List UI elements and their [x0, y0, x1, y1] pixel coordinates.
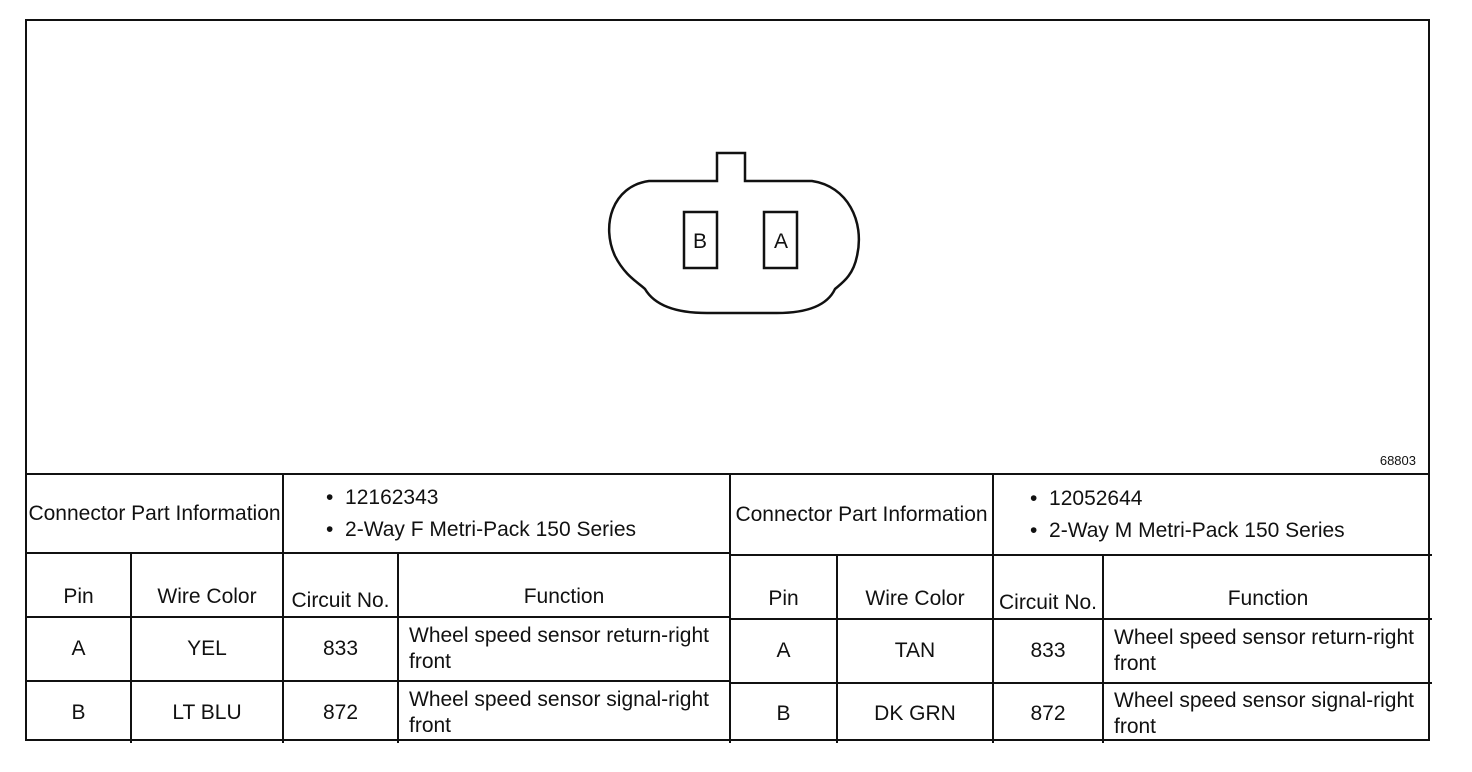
function-cell: Wheel speed sensor signal-right front: [1102, 682, 1432, 743]
cavity-b-label: B: [693, 230, 707, 253]
wire-color-cell: LT BLU: [130, 680, 284, 743]
part-info-label: Connector Part Information: [27, 475, 284, 554]
circuit-cell: 833: [282, 616, 399, 682]
table-row: A YEL 833 Wheel speed sensor return-righ…: [27, 616, 729, 682]
function-cell: Wheel speed sensor return-right front: [1102, 618, 1432, 684]
connector-sheet: B A 68803 Connector Part Information 121…: [25, 19, 1432, 743]
part-description: 2-Way F Metri-Pack 150 Series: [326, 514, 729, 546]
circuit-cell: 872: [282, 680, 399, 743]
col-header-circuit: Circuit No.: [282, 552, 399, 618]
col-header-circuit: Circuit No.: [992, 554, 1104, 620]
pin-cell: B: [27, 680, 132, 743]
part-number: 12052644: [1030, 483, 1432, 515]
circuit-cell: 872: [992, 682, 1104, 743]
cavity-a-label: A: [774, 230, 788, 253]
pinout-tables: Connector Part Information 12162343 2-Wa…: [27, 473, 1432, 743]
connector-face-icon: B A: [607, 151, 861, 315]
part-info-list: 12052644 2-Way M Metri-Pack 150 Series: [992, 475, 1432, 556]
part-description: 2-Way M Metri-Pack 150 Series: [1030, 515, 1432, 547]
table-row: A TAN 833 Wheel speed sensor return-righ…: [731, 618, 1432, 684]
col-header-wire-color: Wire Color: [130, 552, 284, 618]
pin-cell: A: [27, 616, 132, 682]
circuit-cell: 833: [992, 618, 1104, 684]
wire-color-cell: TAN: [836, 618, 994, 684]
cavity-b: [682, 210, 719, 270]
pin-cell: A: [731, 618, 838, 684]
table-row: B DK GRN 872 Wheel speed sensor signal-r…: [731, 682, 1432, 743]
part-number: 12162343: [326, 482, 729, 514]
table-row: B LT BLU 872 Wheel speed sensor signal-r…: [27, 680, 729, 743]
figure-id: 68803: [1379, 453, 1416, 468]
wire-color-cell: YEL: [130, 616, 284, 682]
right-connector-table: Connector Part Information 12052644 2-Wa…: [729, 475, 1432, 743]
function-cell: Wheel speed sensor return-right front: [397, 616, 729, 682]
part-info-list: 12162343 2-Way F Metri-Pack 150 Series: [282, 475, 729, 554]
part-info-label: Connector Part Information: [731, 475, 994, 556]
cavity-a: [762, 210, 799, 270]
function-cell: Wheel speed sensor signal-right front: [397, 680, 729, 743]
col-header-pin: Pin: [27, 552, 132, 618]
pin-cell: B: [731, 682, 838, 743]
connector-diagram: B A 68803: [27, 21, 1428, 471]
col-header-pin: Pin: [731, 554, 838, 620]
col-header-function: Function: [1102, 554, 1432, 620]
col-header-wire-color: Wire Color: [836, 554, 994, 620]
left-connector-table: Connector Part Information 12162343 2-Wa…: [27, 475, 729, 743]
wire-color-cell: DK GRN: [836, 682, 994, 743]
col-header-function: Function: [397, 552, 729, 618]
